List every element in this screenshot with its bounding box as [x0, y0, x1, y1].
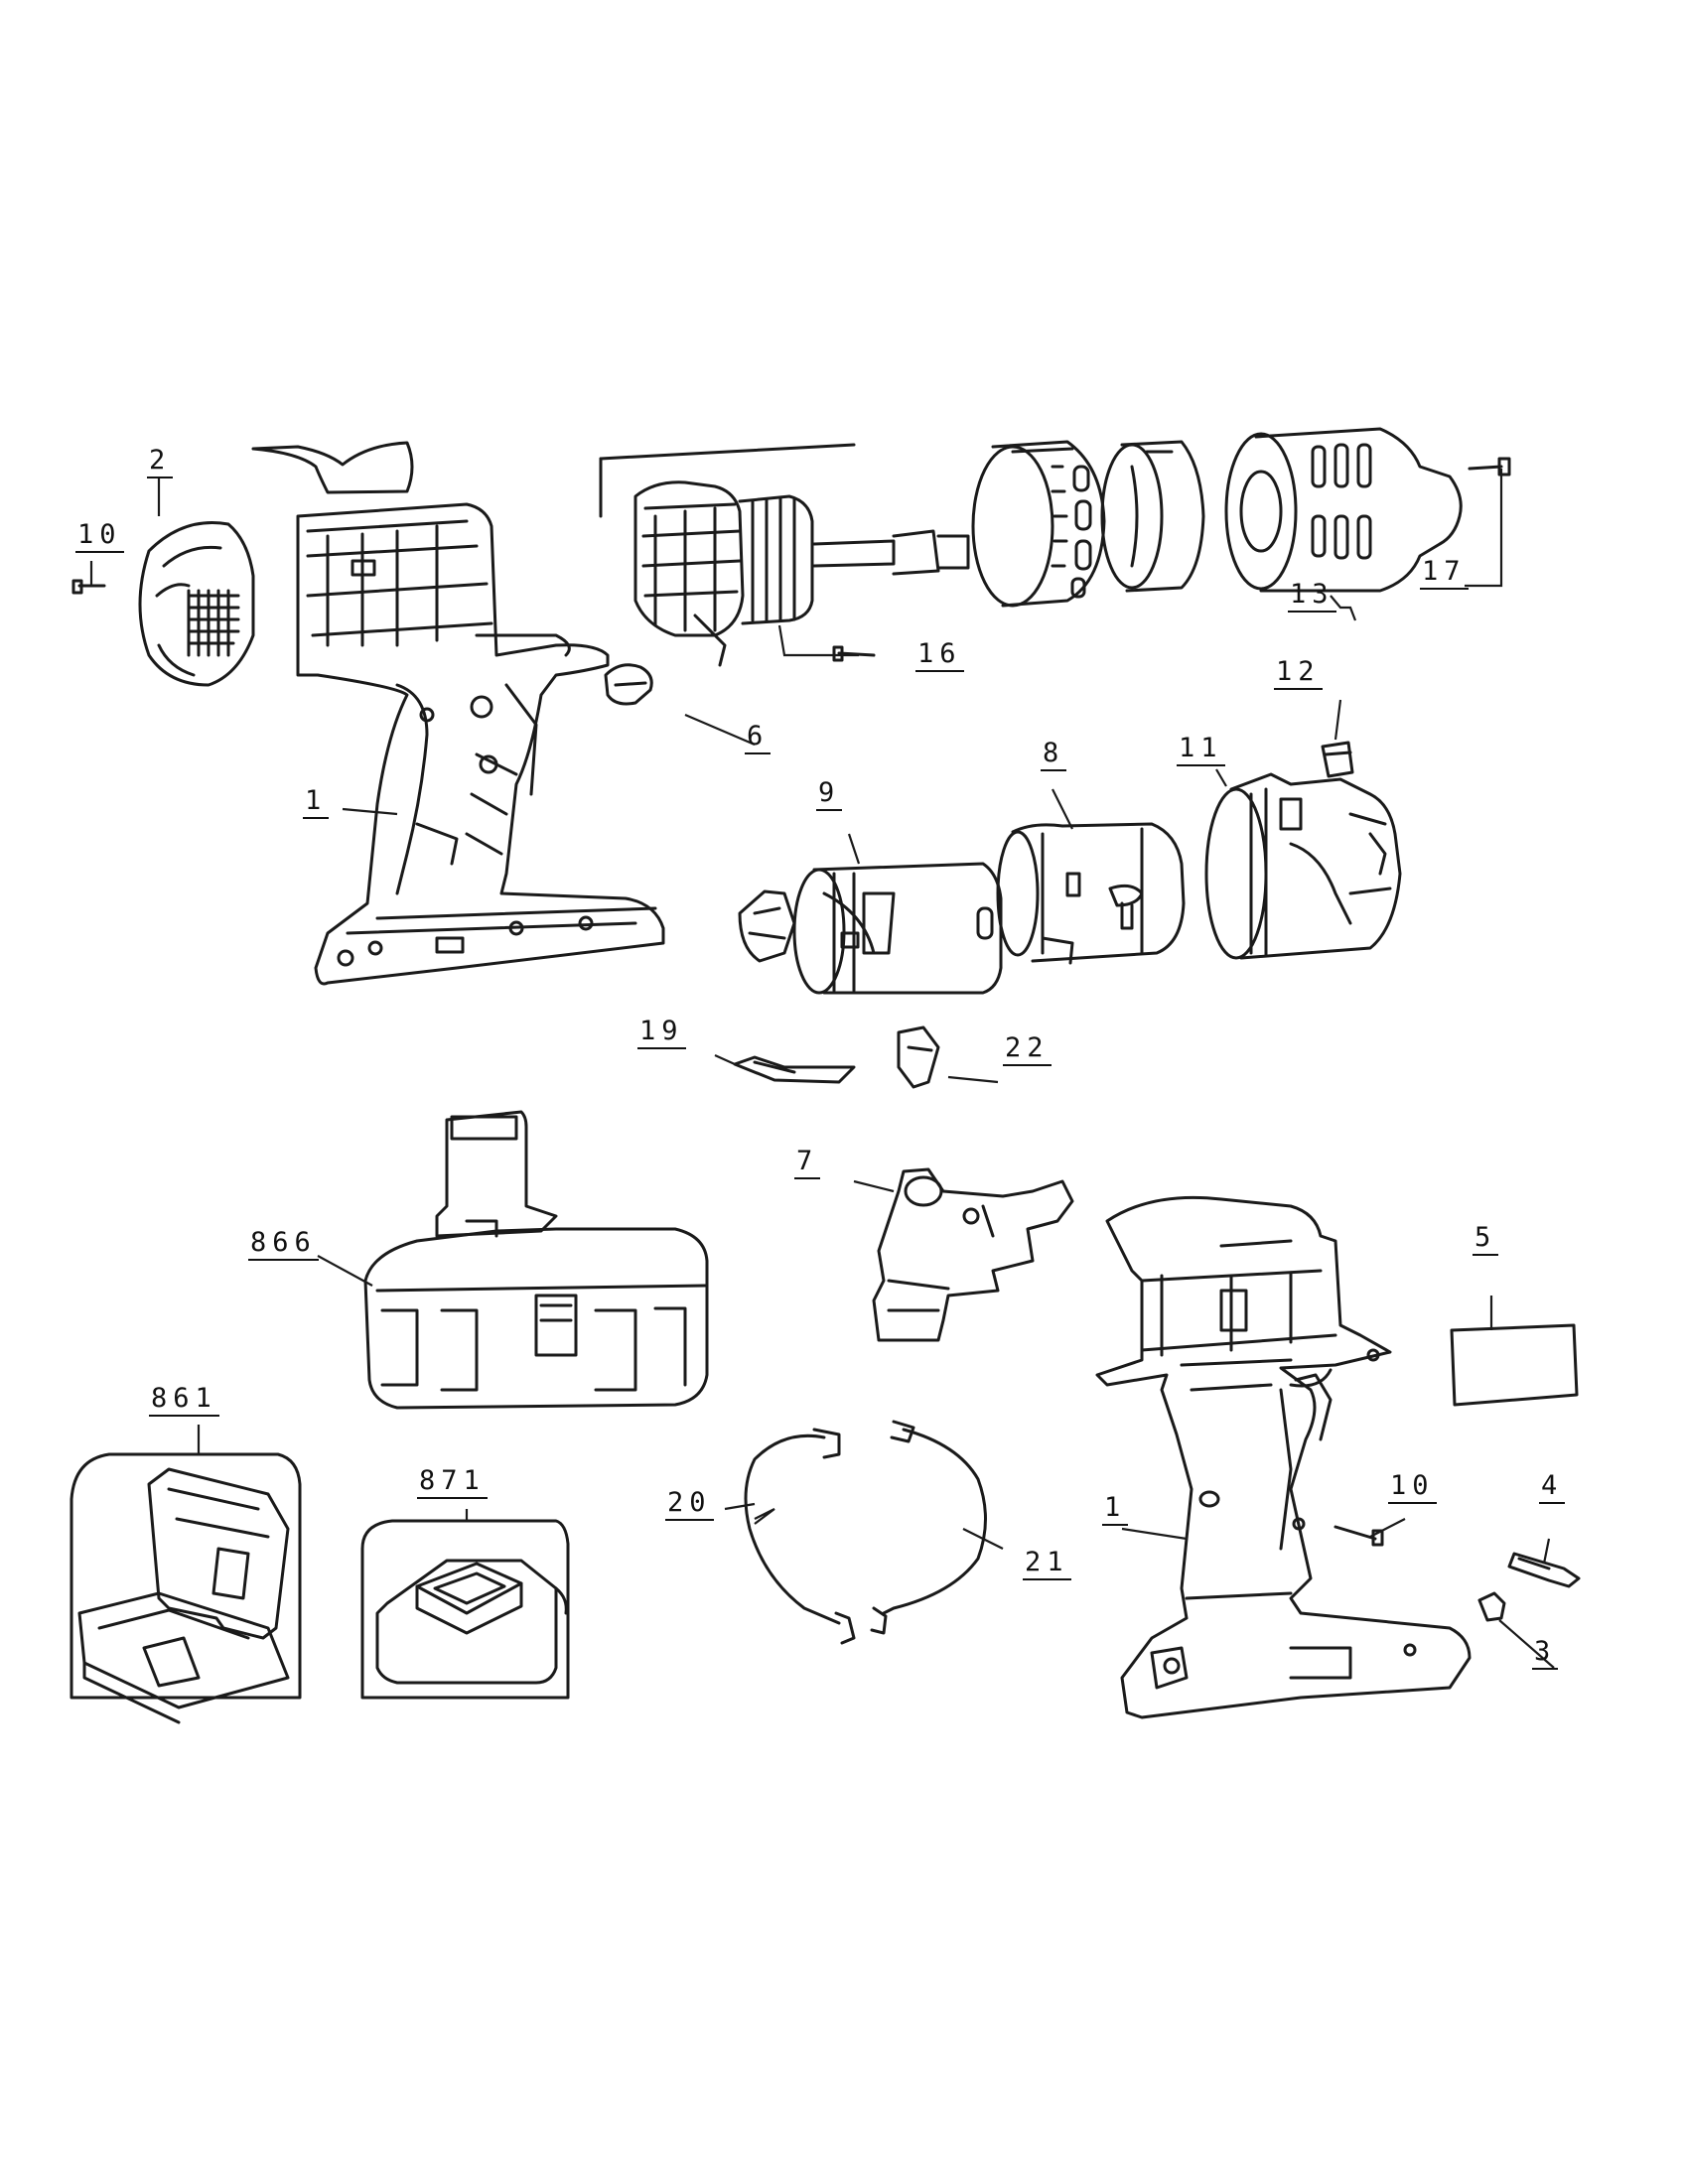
callout-22: 22: [1003, 1034, 1052, 1066]
collar-sleeve-part: [1100, 440, 1205, 593]
screw-part-16: [832, 645, 876, 662]
callout-5: 5: [1473, 1224, 1499, 1256]
transmission-assembly: [633, 480, 970, 667]
keyless-chuck-part: [1224, 427, 1463, 593]
callout-2: 2: [147, 447, 174, 478]
callout-6: 6: [745, 723, 772, 754]
bit-clip-part: [1477, 1591, 1506, 1622]
callout-12: 12: [1274, 658, 1323, 690]
callout-1-left: 1: [303, 787, 330, 819]
assembly-bracket-line: [599, 443, 856, 518]
carrying-case-part: [70, 1452, 302, 1724]
gear-case-part: [1204, 772, 1402, 960]
callout-17: 17: [1420, 558, 1469, 590]
callout-11: 11: [1177, 735, 1225, 766]
wire-lead-20: [744, 1428, 856, 1645]
callout-10-right: 10: [1388, 1472, 1437, 1504]
screw-part-right: [1333, 1525, 1384, 1547]
motor-housing-part: [996, 822, 1186, 965]
clip-part: [604, 663, 653, 706]
small-block-part: [1321, 741, 1354, 778]
callout-21: 21: [1023, 1549, 1071, 1580]
screw-part-left: [71, 579, 106, 595]
callout-19: 19: [637, 1018, 686, 1049]
label-part: [1450, 1323, 1579, 1407]
housing-half-right: [1095, 1195, 1472, 1719]
battery-pack-part: [363, 1110, 709, 1410]
callout-9: 9: [816, 779, 843, 811]
callout-20: 20: [665, 1489, 714, 1521]
callout-16: 16: [915, 640, 964, 672]
callout-866: 866: [248, 1229, 319, 1261]
motor-part: [792, 862, 1003, 995]
callout-861: 861: [149, 1385, 219, 1417]
callout-8: 8: [1041, 740, 1067, 771]
switch-clip-part: [897, 1025, 940, 1089]
chuck-screw-part: [1468, 457, 1511, 477]
switch-module-part: [872, 1167, 1074, 1342]
callout-7: 7: [794, 1148, 821, 1179]
callout-1-right: 1: [1102, 1494, 1129, 1526]
callout-871: 871: [417, 1467, 488, 1499]
wire-lead-21: [870, 1420, 987, 1635]
callout-4: 4: [1539, 1472, 1566, 1504]
driver-bit-part: [1507, 1552, 1581, 1588]
end-cap-part: [138, 521, 255, 687]
callout-10-left: 10: [75, 521, 124, 553]
callout-3: 3: [1532, 1638, 1559, 1670]
charger-part: [360, 1519, 570, 1700]
spring-plate-part: [733, 1055, 856, 1084]
brush-holder-part: [738, 889, 796, 963]
top-fragment-part: [251, 441, 414, 494]
clutch-collar-part: [971, 440, 1106, 608]
housing-half-left: [296, 502, 665, 986]
callout-13: 13: [1288, 581, 1336, 613]
